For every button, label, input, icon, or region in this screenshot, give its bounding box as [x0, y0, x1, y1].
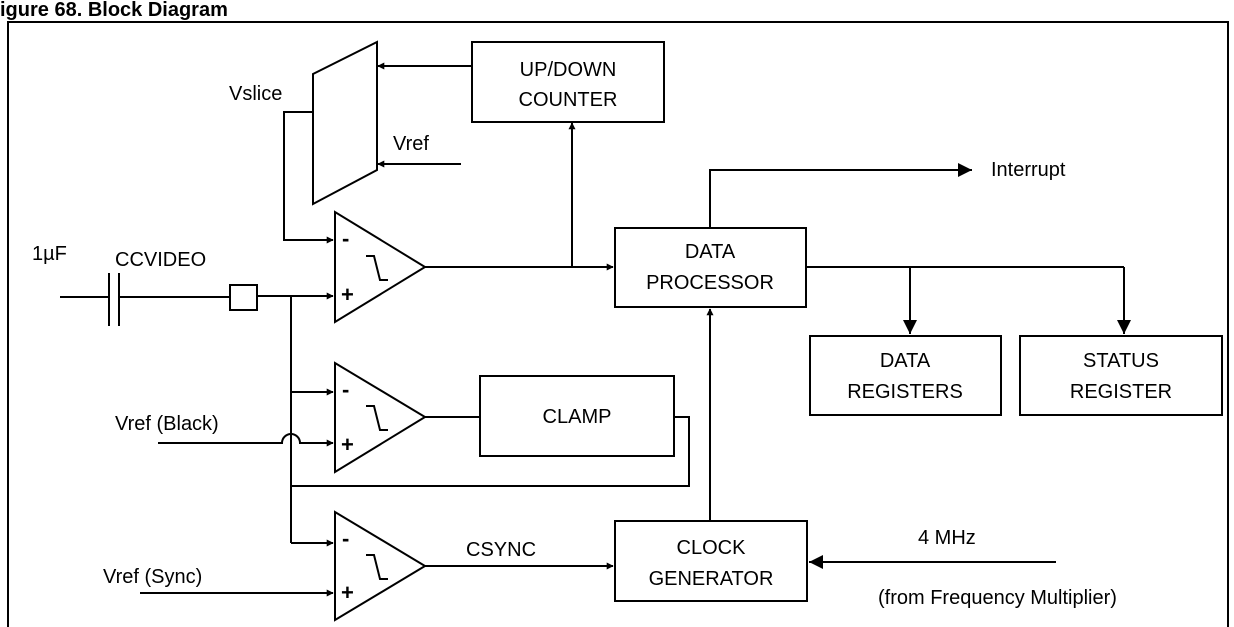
clock-generator-label-line2: GENERATOR — [649, 568, 774, 590]
data-processor-label-line1: DATA — [685, 241, 736, 263]
data-slicer-comparator — [334, 210, 427, 324]
capacitor-label: 1µF — [32, 243, 67, 265]
hysteresis-icon — [366, 405, 388, 431]
comparator1-minus-sign: - — [342, 226, 349, 251]
comparator2-plus-sign: + — [341, 432, 354, 457]
hysteresis-icon — [366, 255, 388, 281]
data-registers-label-line1: DATA — [880, 350, 931, 372]
vslice-multiplexer — [312, 40, 378, 206]
clamp-feedback-wire — [291, 416, 690, 487]
clock-frequency-label: 4 MHz — [918, 527, 976, 549]
hysteresis-icon — [366, 554, 388, 580]
updown-counter-block — [471, 41, 665, 123]
updown-counter-label-line1: UP/DOWN — [520, 59, 617, 81]
clamp-comparator — [334, 361, 427, 474]
ccvideo-pin — [229, 284, 258, 311]
status-register-block — [1019, 335, 1223, 416]
data-processor-label-line2: PROCESSOR — [646, 272, 774, 294]
figure-caption: igure 68. Block Diagram — [0, 0, 228, 21]
vref-black-wire — [158, 433, 334, 447]
interrupt-label: Interrupt — [991, 159, 1066, 181]
ccvideo-label: CCVIDEO — [115, 249, 206, 271]
data-registers-label-line2: REGISTERS — [847, 381, 963, 403]
vref-black-label: Vref (Black) — [115, 413, 219, 435]
data-processor-block — [614, 227, 807, 308]
clock-generator-label-line1: CLOCK — [677, 537, 747, 559]
comparator2-minus-sign: - — [342, 377, 349, 402]
updown-counter-label-line2: COUNTER — [519, 89, 618, 111]
interrupt-wire — [709, 163, 972, 228]
vslice-label: Vslice — [229, 83, 282, 105]
comparator1-plus-sign: + — [341, 282, 354, 307]
clamp-label: CLAMP — [543, 406, 612, 428]
vref-sync-label: Vref (Sync) — [103, 566, 202, 588]
comparator3-minus-sign: - — [342, 526, 349, 551]
clamp-block — [479, 375, 675, 457]
clock-generator-block — [614, 520, 808, 602]
status-register-label-line2: REGISTER — [1070, 381, 1172, 403]
comparator3-plus-sign: + — [341, 580, 354, 605]
vslice-wire — [283, 111, 334, 244]
csync-label: CSYNC — [466, 539, 536, 561]
figure-frame — [7, 21, 1229, 627]
vref-label: Vref — [393, 133, 429, 155]
clock-source-label: (from Frequency Multiplier) — [878, 587, 1117, 609]
sync-comparator — [334, 510, 427, 622]
status-register-label-line1: STATUS — [1083, 350, 1159, 372]
data-registers-block — [809, 335, 1002, 416]
